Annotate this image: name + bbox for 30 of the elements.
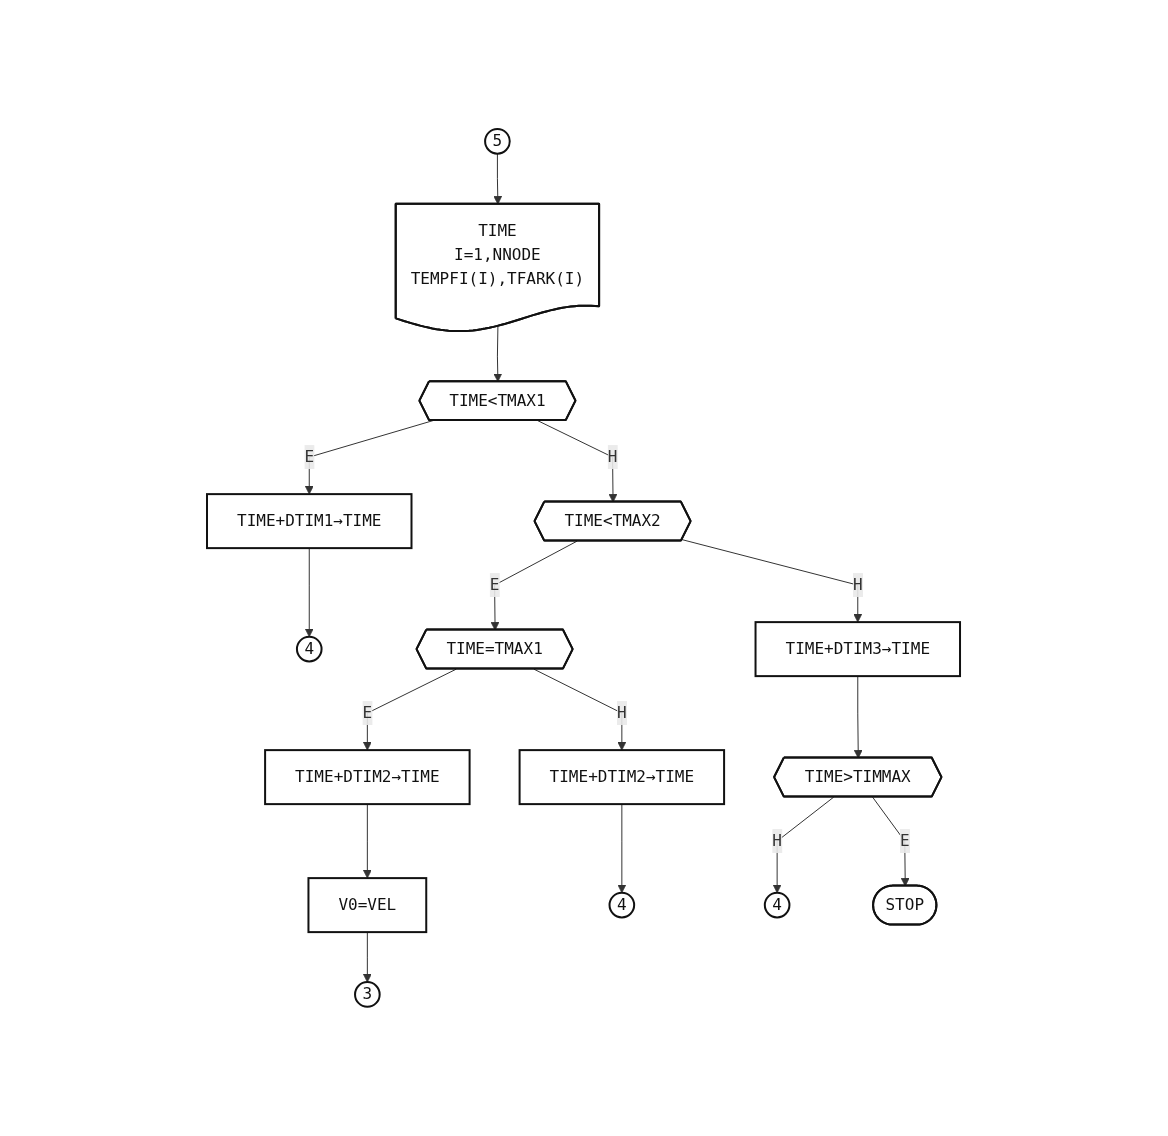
- arrow: [617, 803, 627, 894]
- arrow: [872, 796, 911, 887]
- arrow: [363, 668, 458, 751]
- node-box: V0=VEL: [307, 877, 428, 934]
- edge-label: H: [608, 447, 618, 467]
- node-circle: 5: [484, 128, 512, 155]
- edge-label: E: [304, 447, 315, 467]
- arrow: [305, 547, 315, 638]
- node-box: TIME+DTIM3→TIME: [755, 621, 962, 678]
- edge-label: H: [772, 831, 783, 851]
- node-circle: 4: [764, 891, 791, 919]
- edge-label: E: [363, 703, 373, 723]
- edge-label: H: [853, 575, 864, 595]
- node-circle: 4: [296, 635, 324, 663]
- edge-label: H: [617, 703, 628, 723]
- arrow: [773, 796, 835, 894]
- arrow: [363, 803, 373, 879]
- edge-label: E: [490, 575, 500, 595]
- arrow: [854, 675, 864, 759]
- edge-label: E: [900, 831, 911, 851]
- arrow: [493, 326, 503, 383]
- arrow: [682, 539, 863, 623]
- node-circle: 4: [609, 891, 636, 919]
- node-circle: 3: [354, 981, 382, 1008]
- node-box: TIME+DTIM2→TIME: [264, 749, 472, 806]
- arrow: [363, 931, 373, 983]
- arrow: [533, 668, 627, 751]
- node-box: TIME+DTIM2→TIME: [519, 749, 726, 806]
- node-box: TIME+DTIM1→TIME: [206, 493, 413, 550]
- arrow: [537, 420, 618, 503]
